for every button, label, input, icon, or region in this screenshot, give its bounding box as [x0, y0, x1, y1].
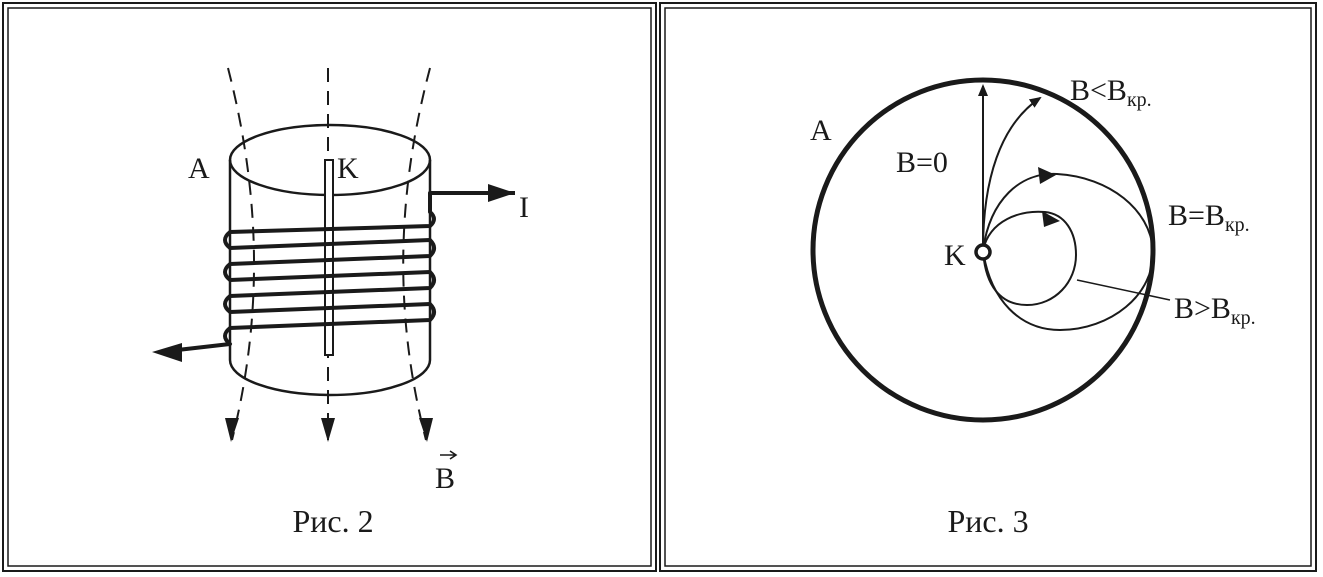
- fig3-label-b-zero: B=0: [896, 146, 948, 179]
- fig3-label-anode: A: [810, 114, 832, 147]
- coil-winding: [159, 191, 515, 354]
- field-line-left: [227, 67, 255, 441]
- fig3-label-b-critical: B=Bкр.: [1168, 199, 1250, 236]
- current-out-arrow: [152, 343, 182, 362]
- fig2-label-current: I: [519, 191, 529, 224]
- panel-fig2-frame-inner: [7, 7, 652, 567]
- fig2-caption: Рис. 2: [292, 503, 373, 539]
- field-arrow-left: [225, 418, 239, 442]
- trajectory-b-critical: [982, 172, 1155, 332]
- cathode-rod: [324, 159, 334, 356]
- arrow-b-critical: [1038, 167, 1056, 184]
- field-line-right: [402, 67, 431, 441]
- fig3-label-b-greater: B>Bкр.: [1174, 292, 1256, 329]
- fig2-label-anode: A: [188, 152, 210, 185]
- field-arrow-right: [419, 418, 433, 442]
- field-arrow-center: [321, 418, 335, 442]
- fig2-label-cathode: K: [337, 152, 359, 185]
- trajectories: [978, 84, 1155, 332]
- vector-arrow-icon: [440, 450, 458, 460]
- fig3-label-b-less: B<Bкр.: [1070, 74, 1152, 111]
- cylinder-bottom-arc: [228, 359, 432, 397]
- fig2-label-field-vector: B: [435, 450, 458, 495]
- panel-fig3-frame-outer: [659, 2, 1317, 572]
- field-arrowheads: [225, 418, 433, 442]
- trajectory-b-greater: [982, 210, 1078, 307]
- panel-fig3-frame-inner: [664, 7, 1312, 567]
- fig3-label-cathode: K: [944, 239, 966, 272]
- arrow-b-greater: [1042, 211, 1060, 227]
- panel-fig3: A K B=0 B<Bкр. B=Bкр. B>Bкр. Рис. 3: [659, 2, 1317, 572]
- panel-fig2: A K I B Рис. 2: [2, 2, 657, 572]
- current-in-arrow: [488, 184, 515, 202]
- leader-line-b-greater: [1076, 279, 1171, 301]
- cathode-point: [974, 243, 992, 261]
- fig2-label-field: B: [435, 462, 455, 495]
- fig3-caption: Рис. 3: [947, 503, 1028, 539]
- coil: [159, 191, 515, 354]
- panel-fig2-frame-outer: [2, 2, 657, 572]
- trajectory-b-less: [982, 96, 1042, 251]
